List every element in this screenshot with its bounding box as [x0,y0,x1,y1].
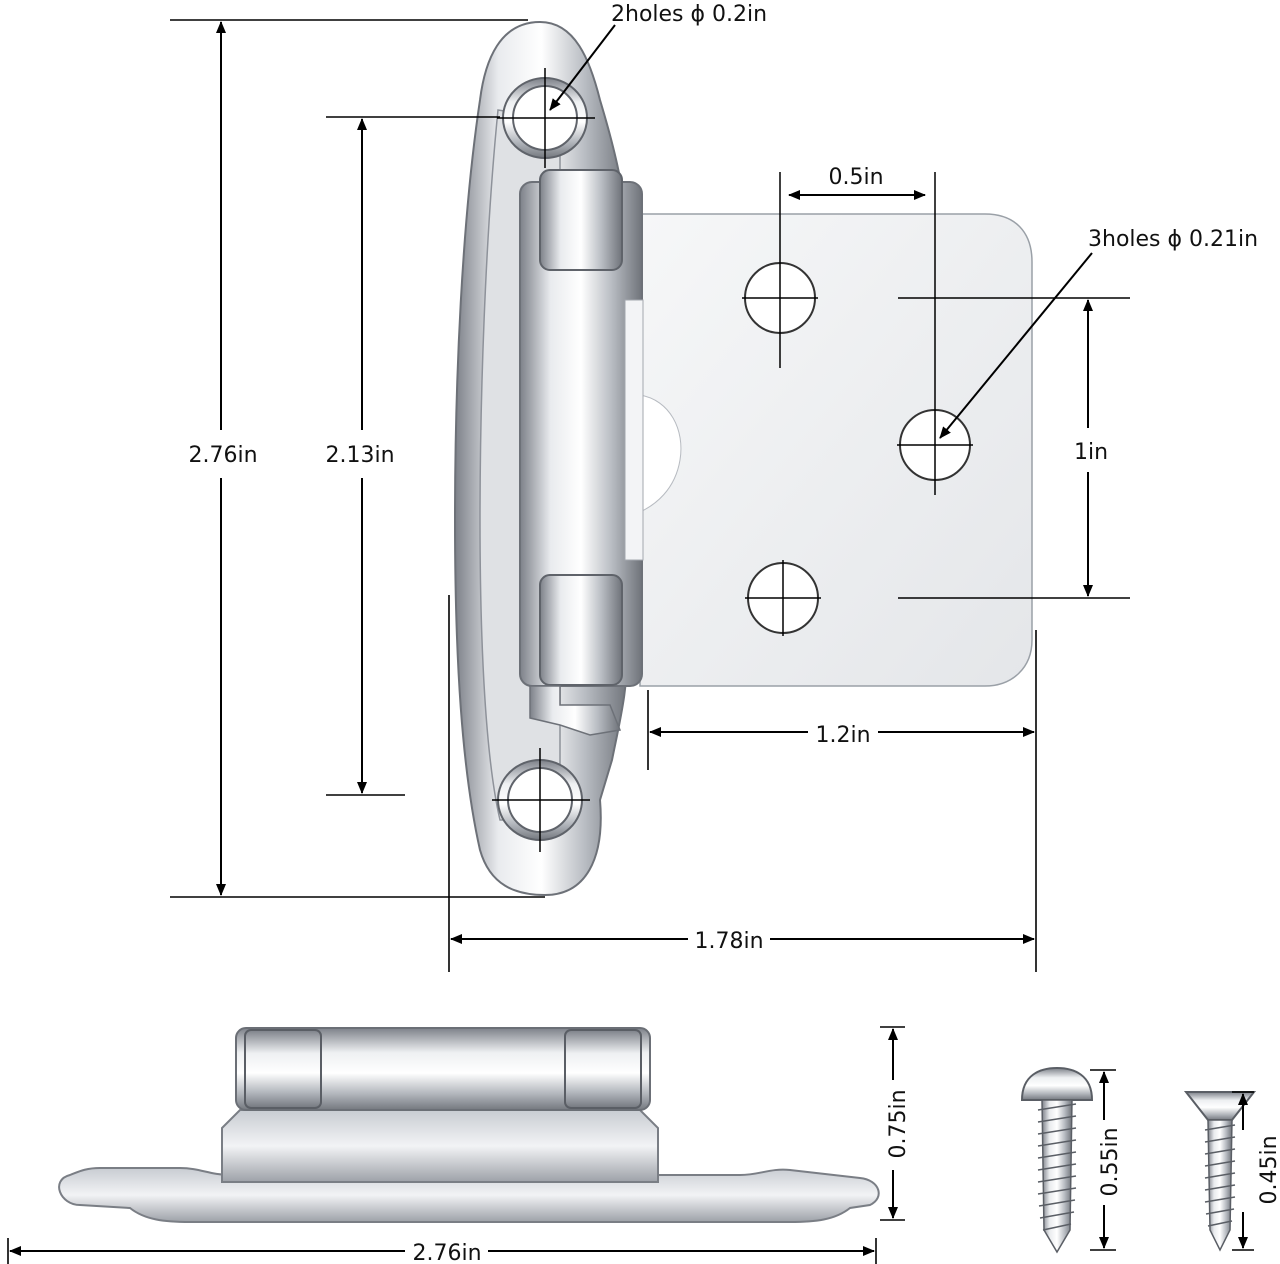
screw-round-head [1020,1066,1094,1254]
hinge-side-view [58,1027,880,1223]
side-view-dimensions [7,1026,905,1264]
screw-flat-head [1183,1091,1257,1252]
dimension-lines [170,19,1130,972]
leaf-hole-2 [897,172,973,495]
leaf-hole-3 [745,560,821,636]
hinge-leaf-plate [639,213,1033,687]
frame-hole-top [497,68,595,168]
hinge-front-view [453,20,1033,897]
dimension-labels: 2holes ϕ 0.2in 3holes ϕ 0.21in 2.76in 2.… [188,2,1280,1264]
label-side-length: 2.76in [412,1241,481,1264]
label-screw-flat-length: 0.45in [1257,1135,1280,1204]
label-leaf-width: 1.2in [815,723,870,748]
label-side-height: 0.75in [886,1089,911,1158]
label-height-total: 2.76in [188,443,257,468]
frame-hole-bottom [492,748,590,852]
label-hole-spacing-horizontal: 0.5in [828,165,883,190]
label-screw-round-length: 0.55in [1098,1127,1123,1196]
leaf-hole-1 [742,172,818,368]
label-total-width: 1.78in [694,929,763,954]
label-hole-spacing-vertical: 1in [1074,440,1108,465]
screw-dimensions [1090,1069,1254,1251]
label-two-holes: 2holes ϕ 0.2in [611,2,767,27]
label-height-holes: 2.13in [325,443,394,468]
label-three-holes: 3holes ϕ 0.21in [1088,227,1258,252]
